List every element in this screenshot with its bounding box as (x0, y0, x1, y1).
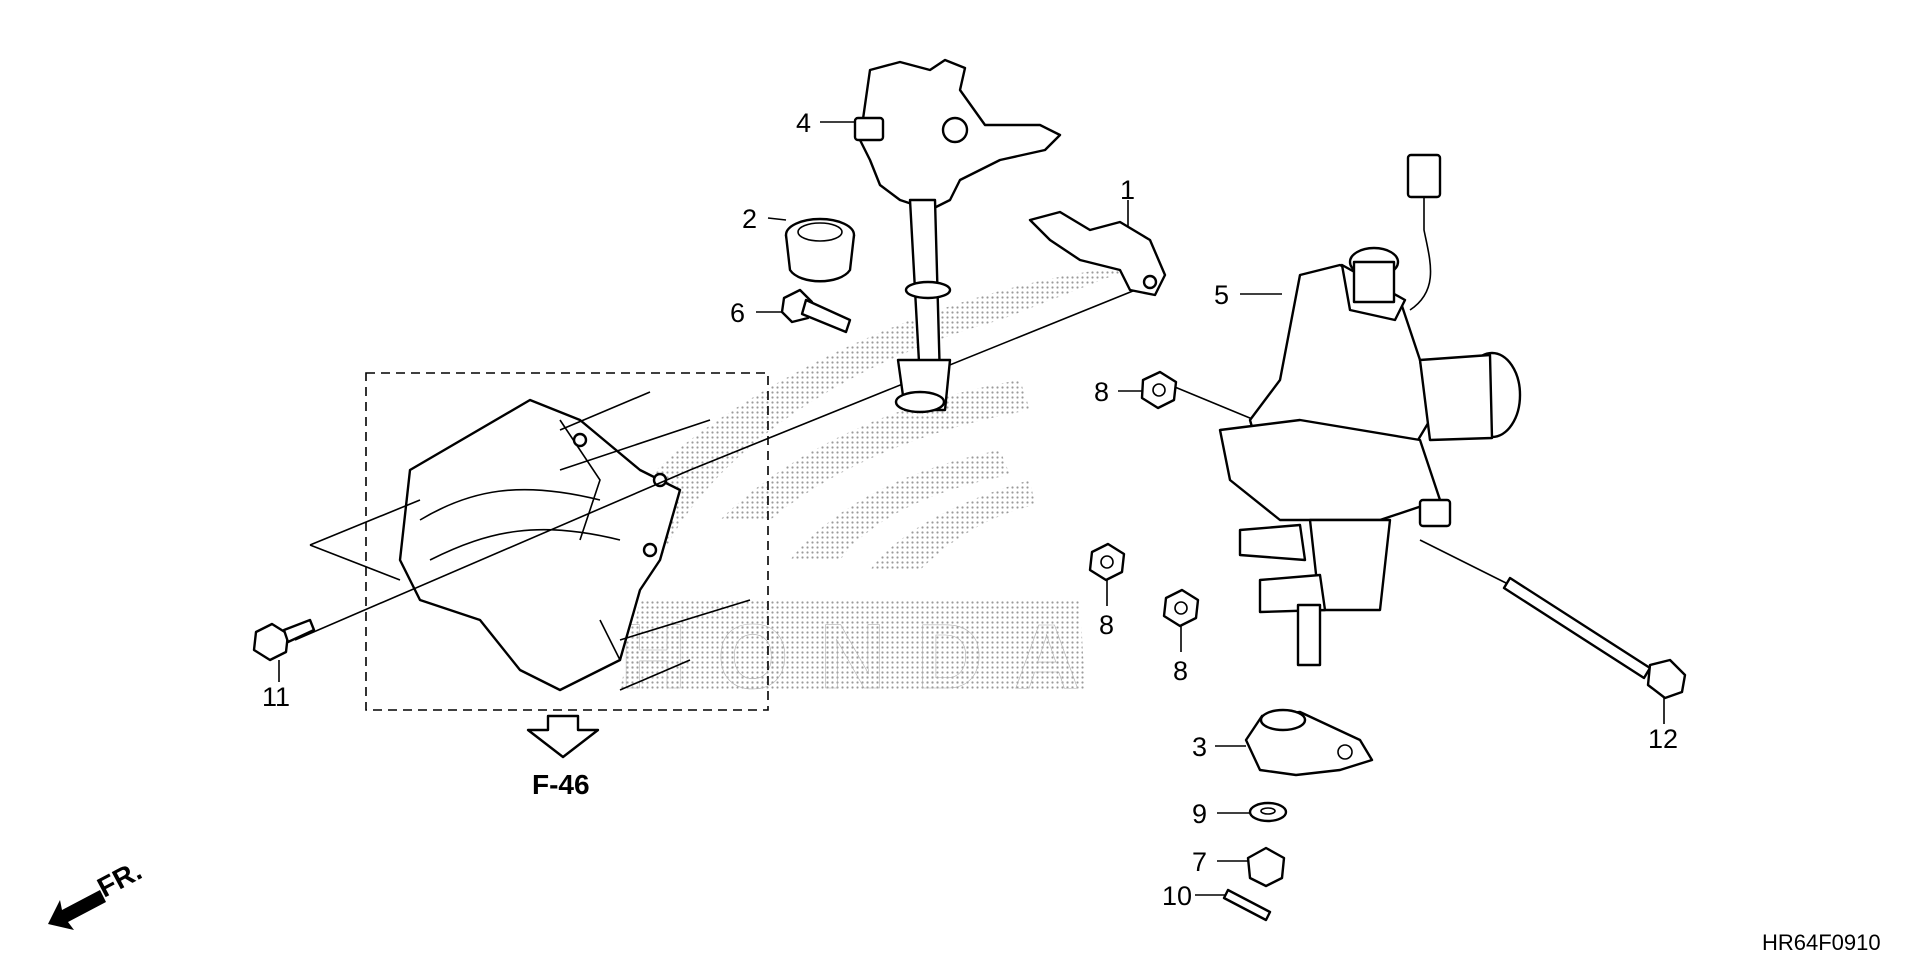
bolt-part-11 (252, 618, 316, 662)
callout-6: 6 (730, 298, 745, 328)
callout-8-b: 8 (1099, 610, 1114, 640)
diagram-code: HR64F0910 (1762, 930, 1881, 955)
power-steering-unit-part-5 (1218, 153, 1522, 667)
reference-label: F-46 (532, 769, 590, 800)
flange-nut-part-8-c (1162, 588, 1200, 628)
long-bolt-part-12 (1502, 576, 1687, 700)
pitman-arm-part-3 (1244, 708, 1374, 777)
washer-part-9 (1248, 801, 1288, 823)
bolt-part-6 (780, 288, 852, 334)
flange-nut-part-8-a (1140, 370, 1178, 410)
callout-7: 7 (1192, 847, 1207, 877)
clamp-part-1 (1028, 210, 1167, 297)
callout-1: 1 (1120, 175, 1135, 205)
callout-10: 10 (1162, 881, 1192, 911)
frame-reference-box (365, 372, 769, 711)
grommet-part-2 (784, 217, 856, 283)
callout-9: 9 (1192, 799, 1207, 829)
callout-8-a: 8 (1094, 377, 1109, 407)
reference-down-arrow-icon (526, 714, 600, 759)
front-direction-arrow-icon (48, 890, 106, 930)
callout-3: 3 (1192, 732, 1207, 762)
callout-leaders (278, 121, 1665, 896)
callout-8-c: 8 (1173, 656, 1188, 686)
callout-12: 12 (1648, 724, 1678, 754)
frame-section (309, 391, 751, 692)
callout-2: 2 (742, 204, 757, 234)
flange-nut-part-8-b (1088, 542, 1126, 582)
callout-4: 4 (796, 108, 811, 138)
cotter-pin-part-10 (1222, 888, 1272, 922)
steering-column-part-4 (853, 58, 1062, 414)
castle-nut-part-7 (1246, 846, 1286, 888)
callout-5: 5 (1214, 280, 1229, 310)
callout-11: 11 (262, 682, 290, 712)
